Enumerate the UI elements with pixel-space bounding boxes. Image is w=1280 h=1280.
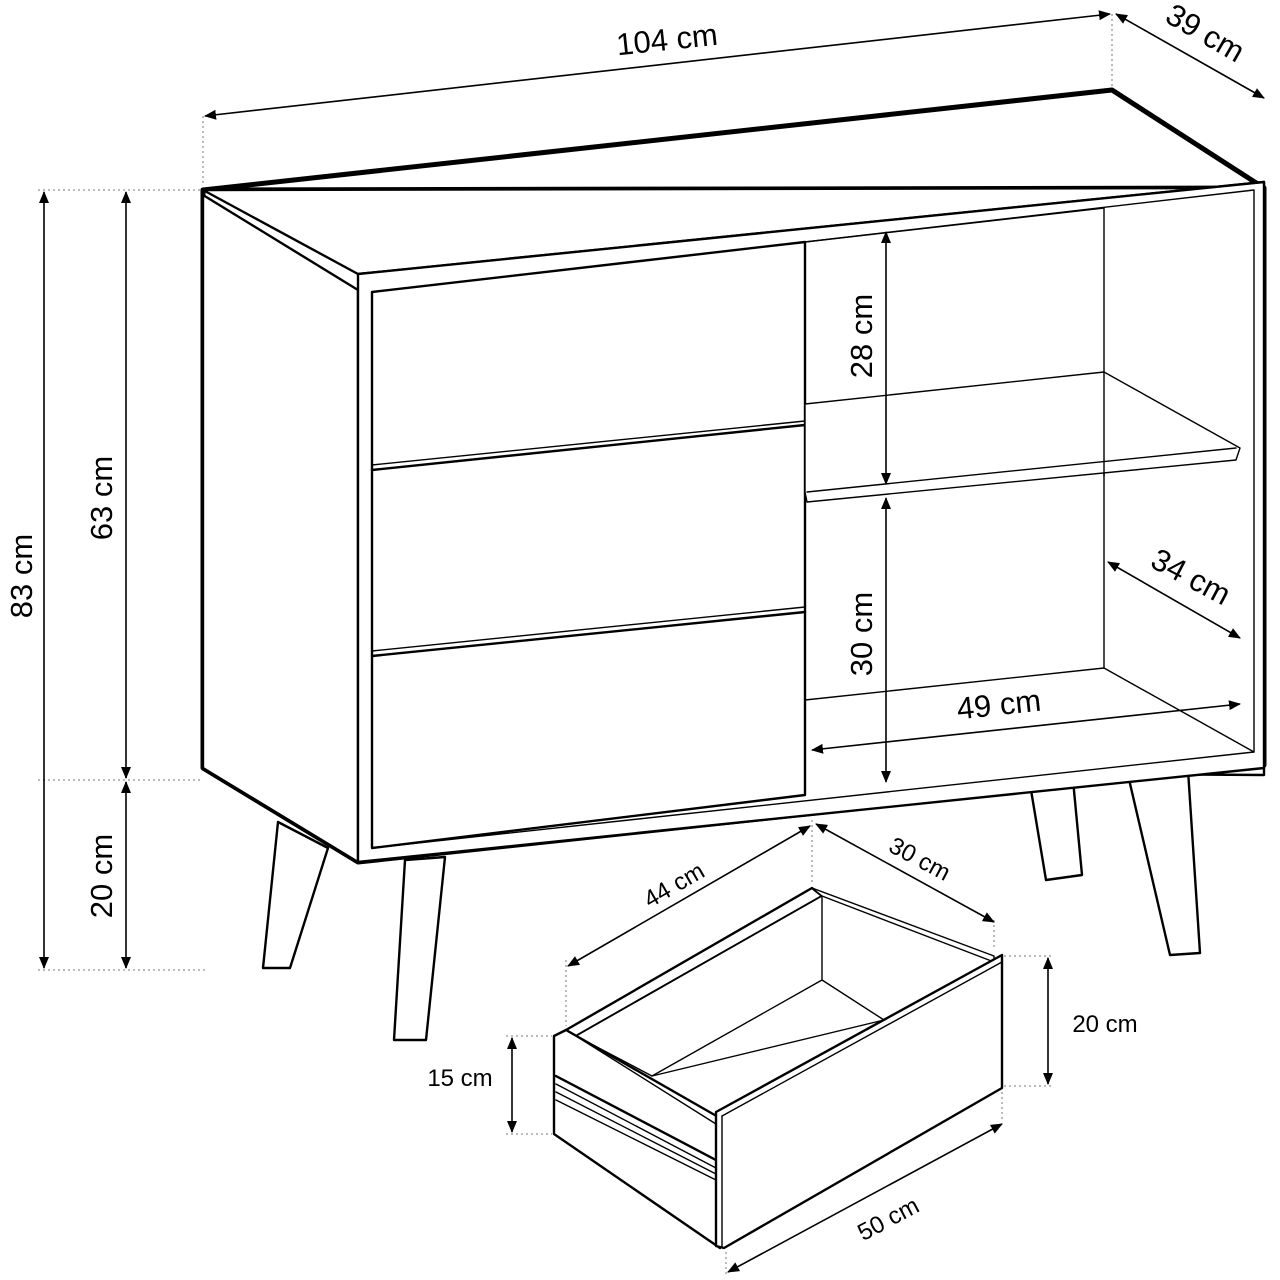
leg-height-label: 20 cm: [84, 834, 119, 918]
front-leg-left: [261, 820, 330, 970]
drawer-front-height-label: 20 cm: [1072, 1011, 1137, 1038]
back-leg-left: [1028, 778, 1084, 882]
drawer-fronts: [370, 240, 807, 850]
drawer-outer-width-label: 50 cm: [853, 1192, 923, 1247]
drawer: [552, 886, 1004, 1250]
width-label: 104 cm: [615, 17, 720, 62]
drawer-inner-depth-label: 30 cm: [884, 832, 954, 887]
dimension-lines: [38, 10, 1265, 971]
upper-shelf-height-label: 28 cm: [844, 294, 879, 378]
lower-shelf-height-label: 30 cm: [844, 592, 879, 676]
body-height-label: 63 cm: [84, 456, 119, 540]
sideboard: [200, 87, 1267, 1042]
drawer-dimension-lines: [506, 820, 1053, 1276]
total-height-label: 83 cm: [4, 534, 39, 618]
back-leg-right: [1126, 768, 1202, 957]
front-leg-right: [392, 855, 447, 1042]
depth-label: 39 cm: [1160, 0, 1251, 69]
drawer-side-height-label: 15 cm: [427, 1065, 492, 1092]
